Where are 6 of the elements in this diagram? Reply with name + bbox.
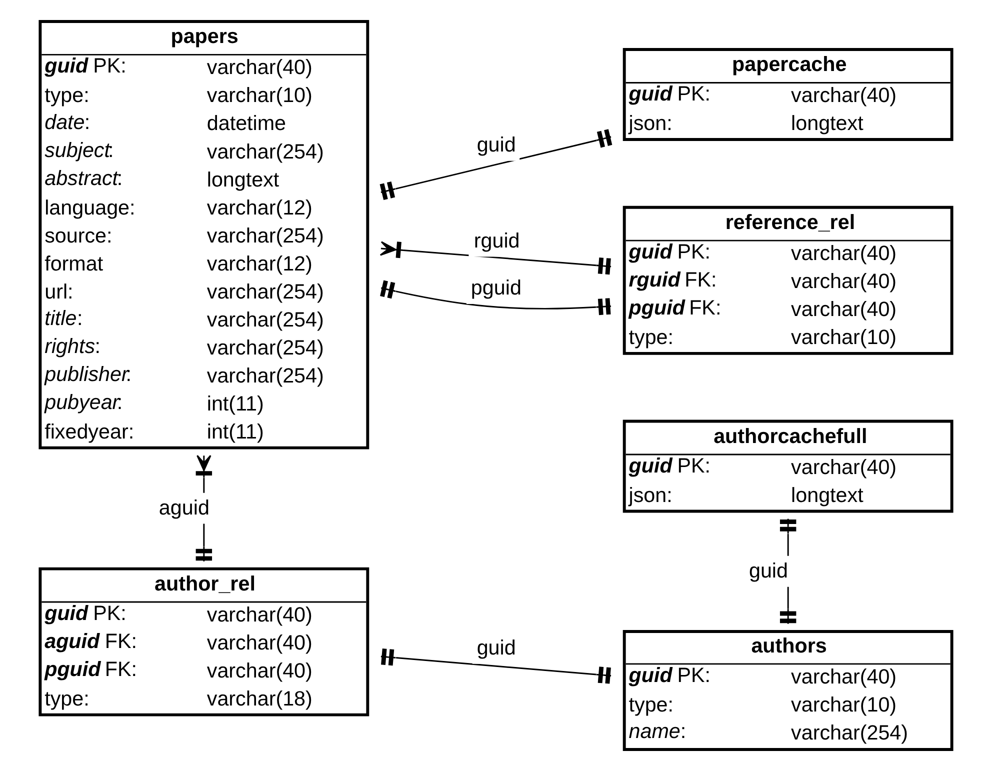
edge-label: aguid xyxy=(158,496,210,520)
edge-label: pguid xyxy=(470,276,522,300)
edge-label: guid xyxy=(476,134,516,157)
edge-label: rguid xyxy=(474,230,520,252)
edge-label: guid xyxy=(476,636,516,660)
edge-label: guid xyxy=(748,560,788,583)
